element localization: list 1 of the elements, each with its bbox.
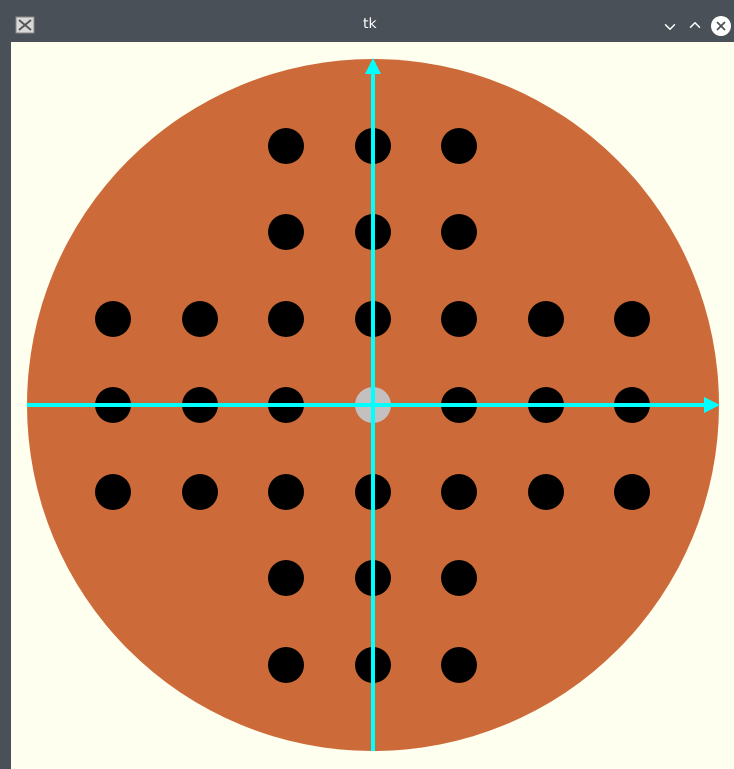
window-title: tk: [363, 17, 377, 31]
